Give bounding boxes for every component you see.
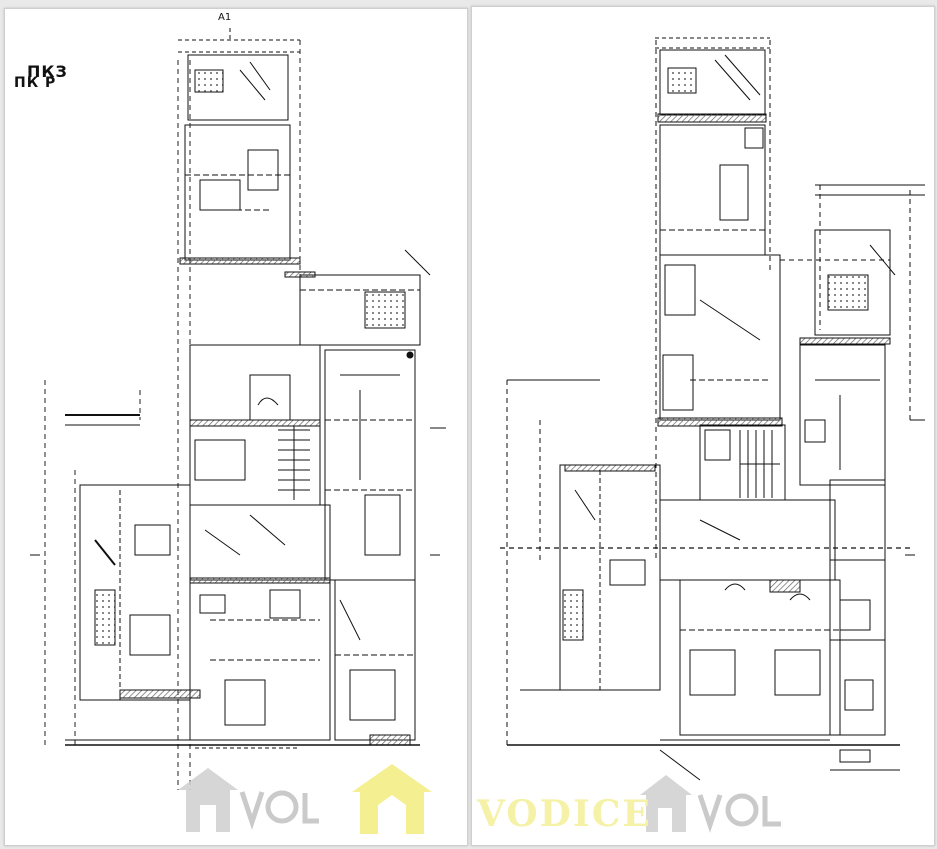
right-lower-block: [659, 499, 841, 736]
left-lower-block: [189, 504, 331, 741]
floor-plan-sheet-left: [4, 8, 468, 846]
left-plan-title: ПК Р: [14, 75, 57, 91]
right-west-wing: [507, 379, 661, 691]
left-upper-block: [179, 54, 301, 265]
right-stair-core: [699, 424, 786, 501]
watermark-grey-lettering-right: [697, 793, 781, 833]
axis-marker-label: A1: [218, 12, 232, 23]
right-top-dimension: [655, 37, 770, 49]
right-bottom-boundary: [507, 739, 900, 781]
left-bottom-boundary: [65, 739, 420, 749]
watermark-grey-lettering-left: [239, 790, 319, 830]
left-stair-core: [189, 344, 321, 506]
left-plan: [30, 28, 446, 790]
right-south-east-block: [829, 479, 886, 736]
watermark-logo-text: VODICE: [477, 793, 652, 835]
stair-treads: [278, 426, 310, 500]
right-upper-east-block: [799, 184, 925, 486]
watermark-house-icon-yellow: [352, 764, 432, 834]
watermark-house-icon-grey-left: [178, 768, 238, 832]
right-stair-treads: [739, 430, 780, 498]
right-plan-title: ПКЗ: [27, 62, 68, 81]
right-plan: [500, 37, 925, 781]
right-central-block: [657, 254, 783, 427]
left-top-dimension: [178, 28, 300, 53]
left-west-wing: [65, 414, 201, 701]
right-upper-block: [657, 49, 767, 256]
left-south-east-block: [334, 579, 416, 746]
left-middle-block: [284, 249, 431, 581]
watermark-house-icon-grey-right: [640, 775, 692, 832]
right-dashed-guides: [500, 40, 911, 745]
